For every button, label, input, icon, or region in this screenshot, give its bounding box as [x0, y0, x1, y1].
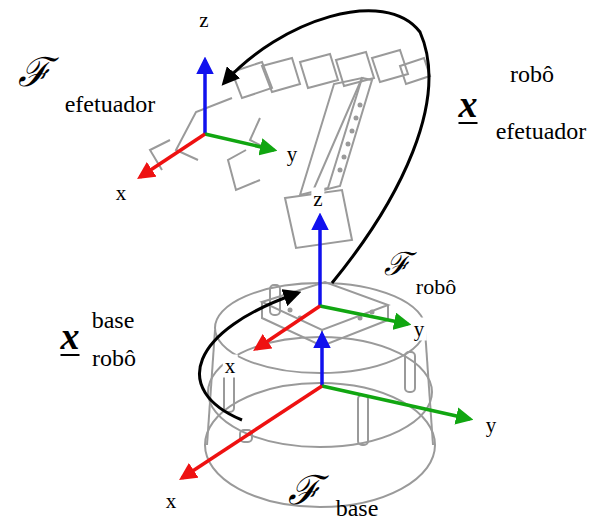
axis-label: y [484, 414, 499, 437]
frame-subscript: base [334, 495, 381, 521]
arm-holes [288, 103, 375, 321]
frame-axes [140, 60, 470, 478]
axis-label: y [285, 143, 300, 166]
frame-subscript: efetuador [63, 91, 158, 117]
axis-label: x [114, 182, 129, 205]
axis-label: z [311, 188, 324, 211]
transform-superscript: robô [508, 61, 556, 87]
transform-subscript: robô [90, 345, 138, 371]
transform-superscript: base [90, 307, 137, 333]
robot-outline [150, 50, 435, 507]
axis-label: x [223, 355, 238, 378]
frame-subscript: robô [414, 275, 458, 299]
transform-symbol: x [457, 84, 480, 124]
frame-symbol: ℱ [16, 51, 53, 93]
axis-label: z [197, 9, 210, 32]
transform-subscript: efetuador [494, 118, 589, 144]
axis-label: y [412, 318, 427, 341]
transform-arrows [199, 11, 428, 420]
transform-symbol: x [59, 316, 82, 356]
frame-symbol: ℱ [382, 247, 412, 281]
axis-label: x [164, 490, 179, 513]
frame-symbol: ℱ [286, 469, 323, 511]
